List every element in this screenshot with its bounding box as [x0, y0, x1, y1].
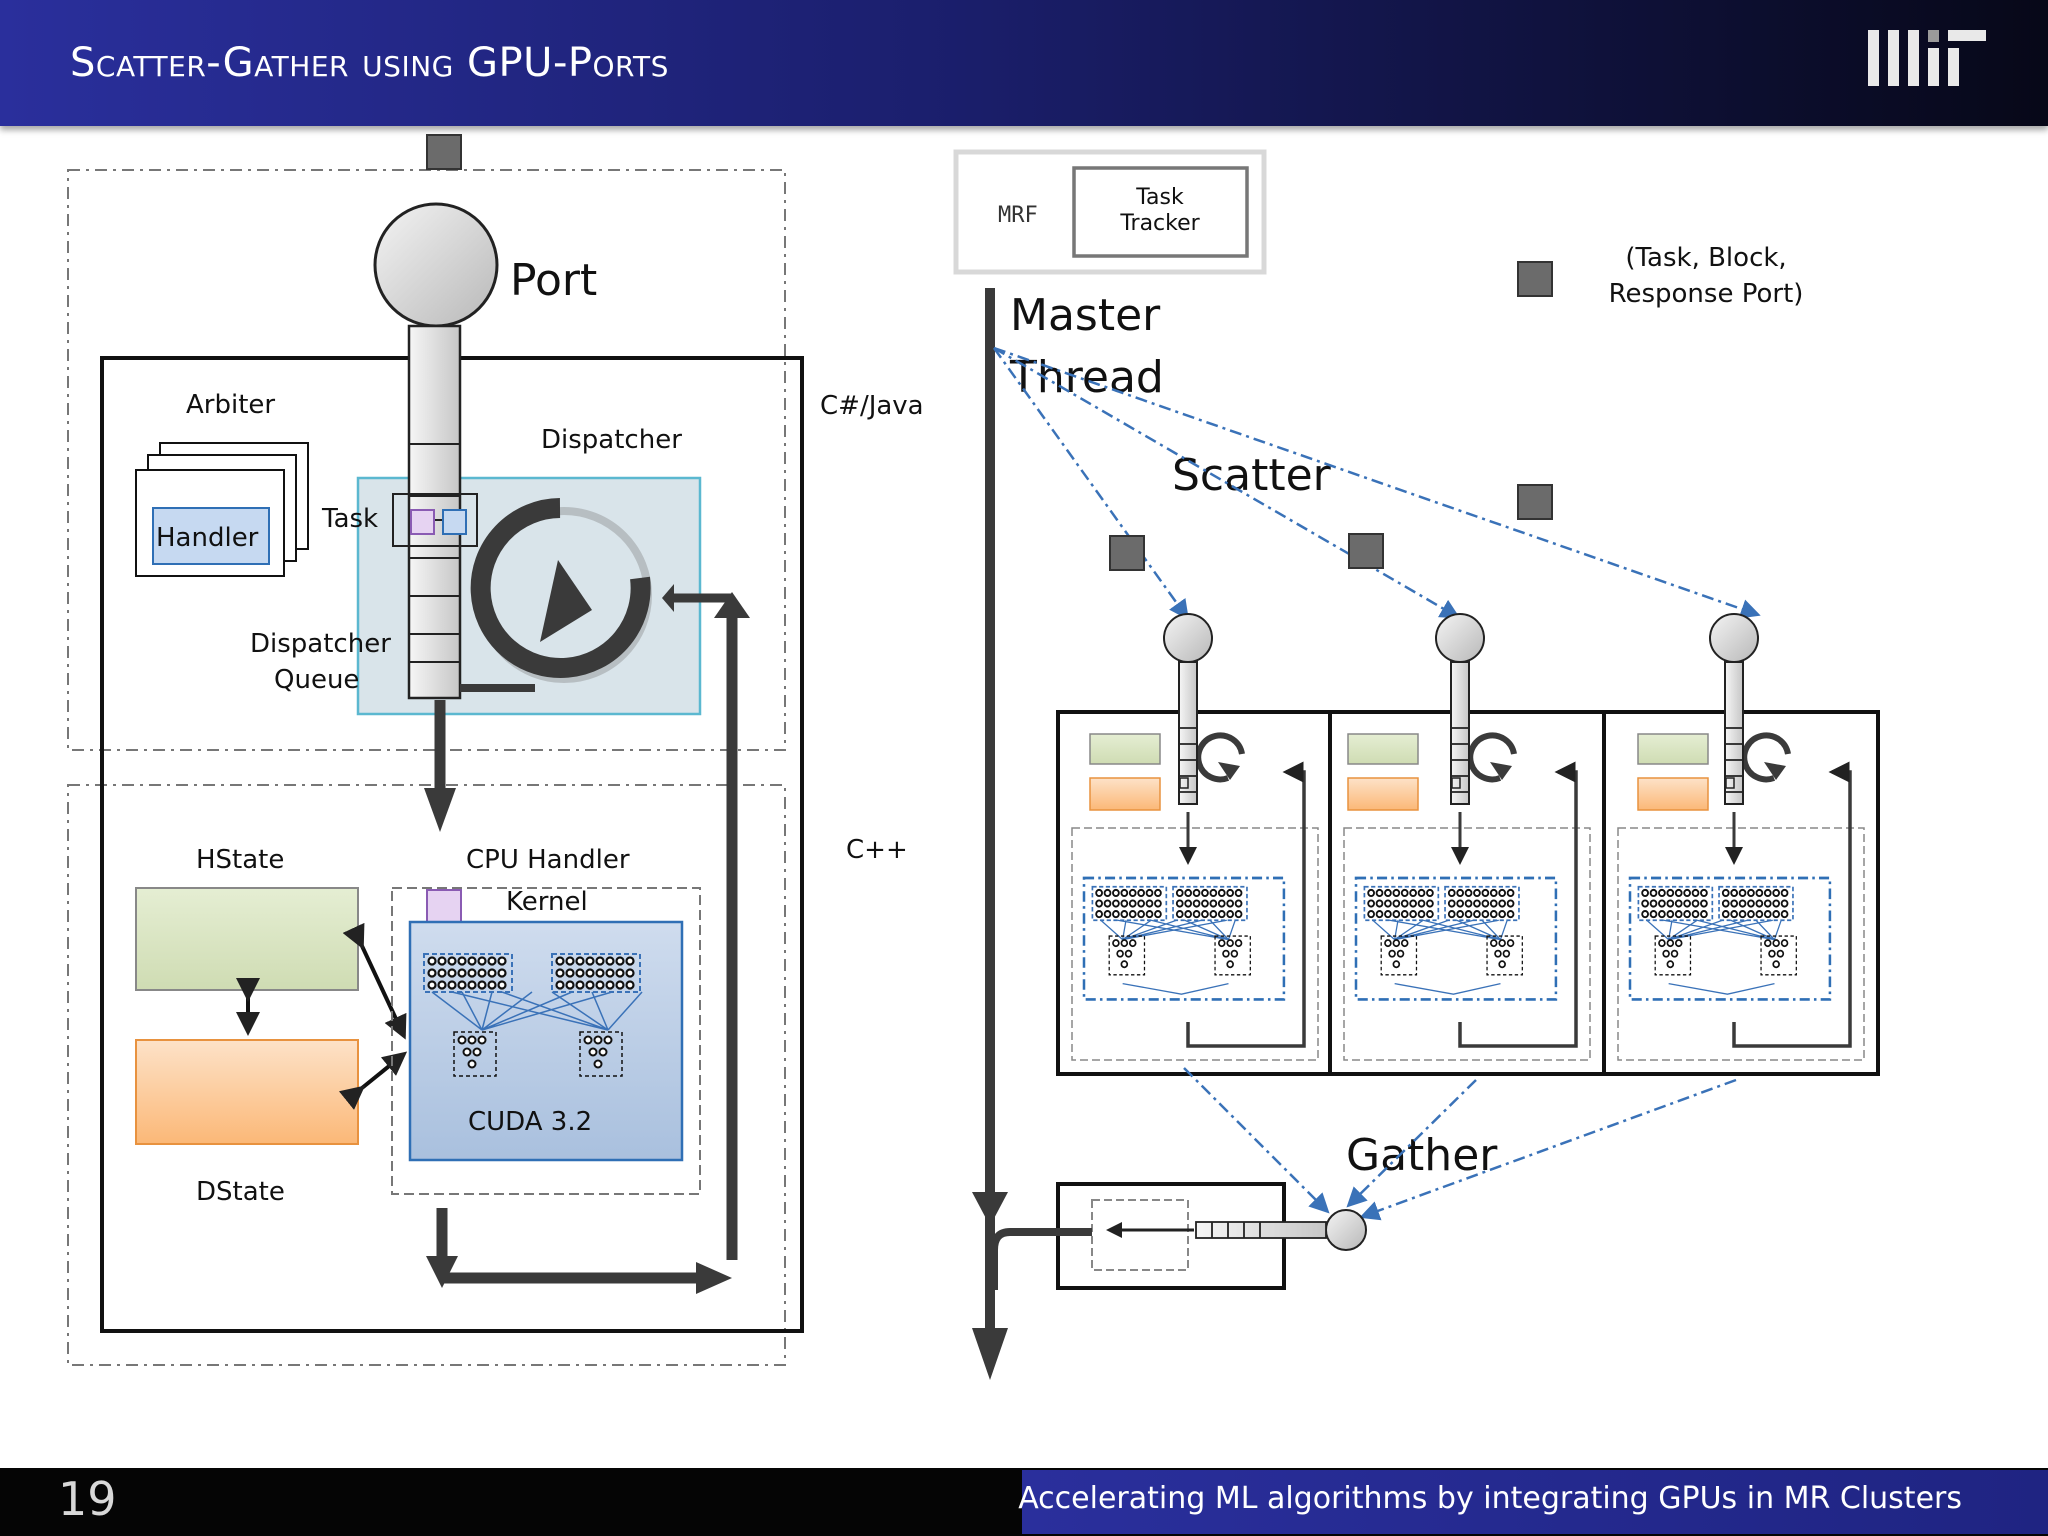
dispatcher-queue-label-line1: Dispatcher: [250, 629, 391, 659]
scatter-arrows: [992, 346, 1761, 621]
kernel-task-square: [426, 889, 462, 923]
scatter-message-3: [1517, 484, 1553, 520]
footer-band: [1022, 1470, 2048, 1534]
arrow-gather-to-master: [990, 1228, 1092, 1290]
scatter-gather-diagram: C#/Java C++ Dispatcher Arbiter Handler T…: [67, 134, 1880, 1380]
scatter-message-1: [1109, 535, 1145, 571]
task-tracker-box: [1072, 166, 1249, 258]
task-label: Task: [321, 504, 378, 534]
slide-header: Scatter-Gather using GPU-Ports: [0, 0, 2048, 126]
hstate-label: HState: [196, 845, 284, 875]
gpu-node-2: [1328, 710, 1606, 1076]
gather-port: [1056, 1182, 1367, 1290]
dispatcher-cycle-icon: [470, 498, 652, 683]
arbiter-handler-stack: [135, 442, 309, 577]
layer-label-csharp-java: C#/Java: [820, 391, 924, 421]
layer-label-cpp: C++: [846, 835, 908, 865]
dispatcher-label: Dispatcher: [541, 425, 682, 455]
cpu-handler-box: [391, 887, 701, 1195]
message-legend-line1: (Task, Block,: [1625, 243, 1786, 273]
task-tracker-label-line2: Tracker: [1119, 211, 1200, 236]
dstate-box: [135, 1039, 359, 1145]
cuda-label: CUDA 3.2: [468, 1107, 592, 1137]
master-thread-label-line1: Master: [1010, 290, 1161, 341]
gpu-network-icon: [422, 952, 643, 1077]
incoming-message-square: [426, 134, 462, 170]
port-icon: [373, 202, 499, 328]
dispatcher-queue: [392, 324, 478, 700]
gather-arrows: [1183, 1067, 1737, 1221]
kernel-label: Kernel: [506, 887, 588, 917]
port-label: Port: [510, 255, 597, 306]
page-number: 19: [58, 1472, 117, 1526]
return-arrow-path: [426, 584, 750, 1294]
message-legend-line2: Response Port): [1609, 279, 1804, 309]
task-tracker-label-line1: Task: [1135, 185, 1184, 210]
scatter-message-2: [1348, 533, 1384, 569]
master-thread-label-line2: Thread: [1009, 352, 1164, 403]
dstate-label: DState: [196, 1177, 285, 1207]
gather-label: Gather: [1346, 1130, 1498, 1181]
hstate-box: [135, 887, 359, 991]
scatter-label: Scatter: [1172, 450, 1332, 501]
footer-text: Accelerating ML algorithms by integratin…: [1018, 1481, 1962, 1516]
mrf-label: MRF: [998, 203, 1038, 228]
cpu-handler-label: CPU Handler: [466, 845, 630, 875]
arbiter-label: Arbiter: [186, 390, 275, 420]
handler-label: Handler: [156, 523, 259, 553]
dispatcher-queue-label-line2: Queue: [274, 665, 359, 695]
mit-logo: [1868, 30, 1986, 86]
arrow-dstate-kernel: [338, 1051, 408, 1110]
slide-title: Scatter-Gather using GPU-Ports: [70, 40, 669, 86]
message-legend-square: [1517, 261, 1553, 297]
arrow-hstate-kernel: [342, 922, 407, 1040]
